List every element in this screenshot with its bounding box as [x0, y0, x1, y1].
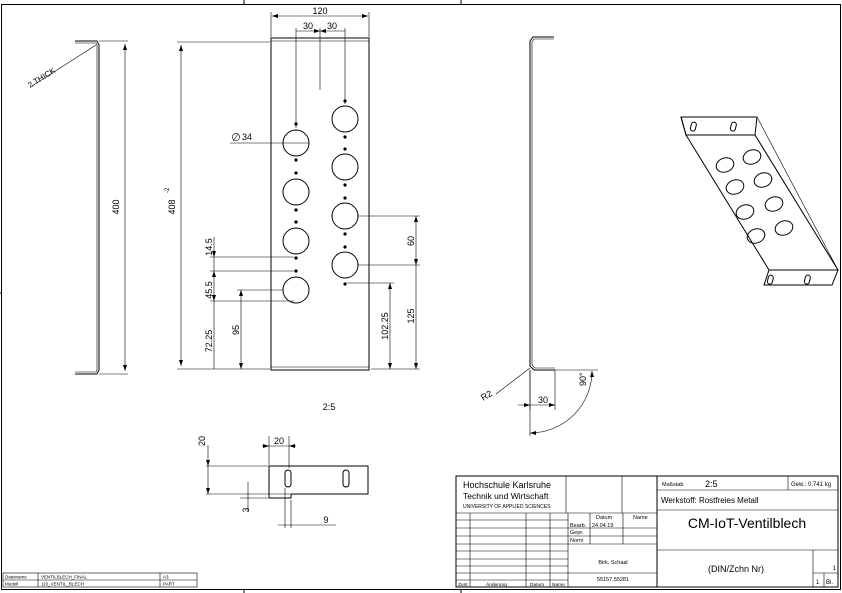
row-norm: Norm — [570, 538, 584, 544]
dim-length-total: 408 — [167, 199, 177, 214]
dim-102-25: 102.25 — [380, 312, 390, 340]
col-datum: Datum — [596, 515, 613, 521]
weight: Gew.: 0.741 kg — [791, 482, 831, 488]
hole — [331, 153, 359, 181]
hole — [331, 251, 359, 279]
scale-value: 2:5 — [705, 479, 718, 489]
school-name: Hochschule Karlsruhe — [463, 480, 551, 490]
dim-side-9: 9 — [323, 515, 328, 525]
drafter-names: Birk, Schaal — [598, 560, 627, 566]
row-bearb: Bearb. — [570, 523, 587, 529]
dim-width-total: 120 — [312, 6, 327, 16]
dim-14-5: 14.5 — [204, 238, 214, 256]
front-view: 120 30 30 34 408 -2 14.5 45.5 — [165, 6, 420, 371]
edge-view: 400 2 THICK — [26, 40, 128, 375]
dim-hole-diameter: 34 — [242, 132, 252, 142]
model-type: PART — [163, 582, 175, 587]
dim-radius: R2 — [479, 388, 494, 402]
hole — [331, 202, 359, 230]
foot-zust: Zust. — [458, 582, 469, 588]
dim-72-25: 72.25 — [204, 330, 214, 353]
dim-side-20-horizontal: 20 — [274, 436, 284, 446]
paper-format: A3 — [163, 575, 169, 580]
sheet-total: 1 — [833, 566, 837, 572]
thickness-note: 2 THICK — [26, 66, 57, 90]
material: Werkstoff: Rostfreies Metall — [661, 496, 759, 505]
dim-60: 60 — [406, 236, 416, 246]
dim-angle: 90° — [578, 372, 588, 386]
col-name: Name — [633, 515, 648, 521]
foot-datum: Datum — [530, 582, 544, 588]
drawing-number: (DIN/Zchn Nr) — [708, 564, 764, 574]
scale-label: Maßstab — [662, 482, 683, 488]
foot-name: Name — [552, 582, 565, 588]
model-label: Modell — [5, 582, 18, 587]
school-english: UNIVERSITY OF APPLIED SCIENCES — [463, 504, 551, 510]
dim-length-left: 400 — [111, 199, 121, 214]
side-view: R2 30 90° — [479, 36, 598, 436]
file-name-block: Dateiname VENTILBLECH_FINAL A3 Modell 11… — [2, 572, 198, 588]
dim-length-tolerance: -2 — [165, 187, 171, 193]
drawing-frame — [1, 4, 841, 590]
title-block: Hochschule Karlsruhe Technik und Wirtsch… — [455, 475, 839, 588]
dim-side-20-vertical: 20 — [197, 436, 207, 446]
dim-side-3: 3 — [241, 507, 251, 512]
bearb-date: 24.04.19 — [592, 523, 613, 529]
dim-125: 125 — [406, 308, 416, 323]
hole — [331, 105, 359, 133]
school-subtitle: Technik und Wirtschaft — [463, 491, 549, 501]
scale-note: 2:5 — [323, 402, 336, 412]
dim-45-5: 45.5 — [204, 281, 214, 299]
part-title: CM-IoT-Ventilblech — [688, 515, 806, 531]
foot-aenderung: Änderung — [486, 581, 507, 588]
sheet-number: 1 — [816, 580, 820, 586]
dim-95: 95 — [231, 325, 241, 335]
drafter-ids: 55157,55281 — [597, 577, 629, 583]
dim-hole-offset-a: 30 — [303, 21, 313, 31]
row-gepr: Gepr. — [570, 530, 584, 536]
dim-hole-offset-b: 30 — [327, 21, 337, 31]
hole — [282, 276, 310, 304]
bottom-view: 20 3 20 9 — [197, 436, 369, 528]
isometric-view — [680, 116, 839, 286]
hole — [282, 178, 310, 206]
model-name: 110_VENTIL_BLECH — [41, 582, 84, 587]
hole — [282, 227, 310, 255]
file-name: VENTILBLECH_FINAL — [41, 575, 88, 580]
file-label: Dateiname — [5, 575, 27, 580]
dim-bend-length: 30 — [538, 395, 548, 405]
sheet-label: Bl. — [826, 580, 833, 586]
